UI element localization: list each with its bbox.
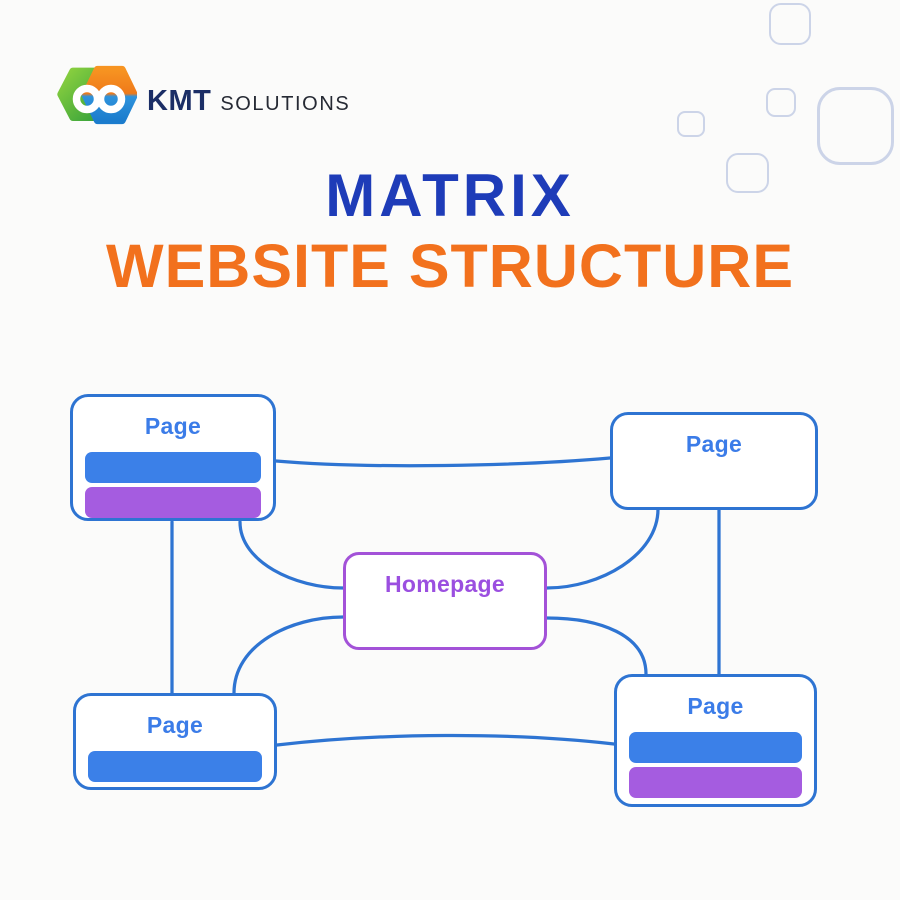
connector-homepage-bottomright: [545, 616, 648, 676]
node-content: [617, 732, 814, 798]
decor-square: [677, 111, 705, 137]
decor-square: [817, 87, 894, 165]
connector-bottomleft-bottomright: [275, 733, 616, 747]
connector-topleft-topright: [274, 456, 612, 468]
content-bar-blue: [629, 732, 802, 763]
decor-square: [766, 88, 796, 117]
content-bar-purple: [85, 487, 261, 518]
page-title: MATRIX WEBSITE STRUCTURE: [0, 166, 900, 297]
node-label: Homepage: [385, 571, 505, 597]
node-page-top-left: Page: [70, 394, 276, 521]
connector-topleft-homepage: [238, 520, 345, 590]
decor-square: [769, 3, 811, 45]
node-content: [73, 452, 273, 518]
kmt-logo-icon: [57, 65, 137, 125]
node-homepage: Homepage: [343, 552, 547, 650]
brand-suffix: SOLUTIONS: [220, 92, 351, 115]
node-page-top-right: Page: [610, 412, 818, 510]
brand-logo: KMT SOLUTIONS: [57, 64, 350, 130]
title-line-1: MATRIX: [325, 162, 575, 229]
decor-square: [726, 153, 769, 193]
content-bar-blue: [88, 751, 262, 782]
node-label: Page: [146, 712, 204, 738]
title-line-2: WEBSITE STRUCTURE: [106, 232, 794, 300]
node-content: [76, 751, 274, 782]
connector-topright-homepage: [545, 507, 660, 590]
content-bar-purple: [629, 767, 802, 798]
node-page-bottom-left: Page: [73, 693, 277, 790]
content-bar-blue: [85, 452, 261, 483]
node-page-bottom-right: Page: [614, 674, 817, 807]
node-label: Page: [687, 693, 744, 719]
node-label: Page: [685, 431, 743, 457]
brand-name: KMT: [147, 84, 212, 117]
node-label: Page: [144, 413, 202, 439]
connector-homepage-bottomleft: [232, 615, 345, 695]
